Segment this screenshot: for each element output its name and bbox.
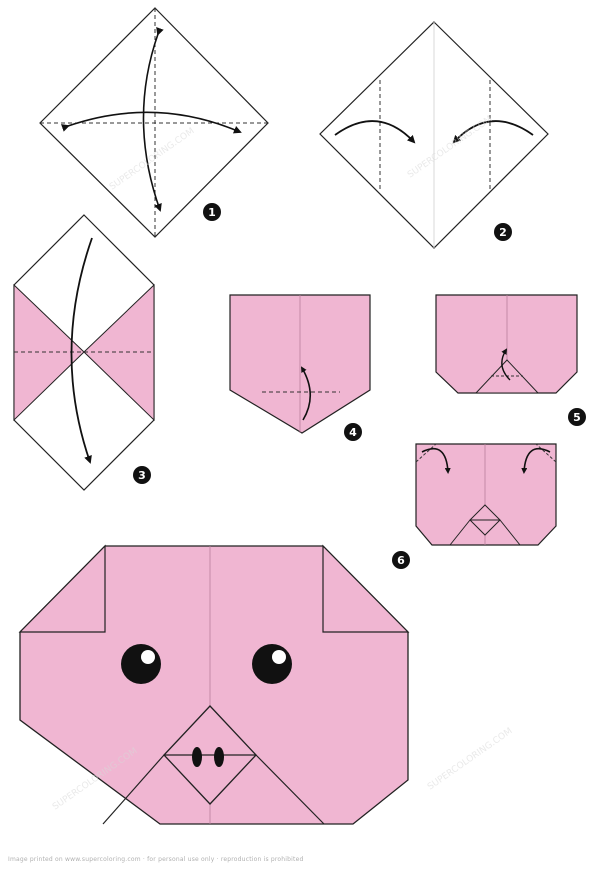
footer-credit: Image printed on www.supercoloring.com ·…: [0, 856, 600, 872]
step-1-number: 1: [208, 206, 216, 219]
pig-left-ear-flap: [20, 546, 105, 632]
pig-right-eye-highlight: [272, 650, 286, 664]
pig-watermark-right: SUPERCOLORING.COM: [426, 726, 514, 792]
step-6: 6: [392, 444, 556, 569]
pig-right-nostril: [214, 747, 224, 767]
pig-left-nostril: [192, 747, 202, 767]
pig-left-eye-highlight: [141, 650, 155, 664]
final-pig-face: SUPERCOLORING.COM SUPERCOLORING.COM: [20, 546, 514, 824]
pig-left-eye: [121, 644, 161, 684]
step-3-number: 3: [138, 469, 146, 482]
step-6-number: 6: [397, 554, 405, 567]
step-5-number: 5: [573, 411, 581, 424]
pig-right-eye: [252, 644, 292, 684]
step-4: 4: [230, 295, 370, 441]
step-3: 3: [14, 215, 154, 490]
step-4-number: 4: [349, 426, 357, 439]
step-1: SUPERCOLORING.COM 1: [40, 8, 268, 237]
step-2-number: 2: [499, 226, 507, 239]
step-2: SUPERCOLORING.COM 2: [320, 22, 548, 248]
step-5: 5: [436, 295, 586, 426]
